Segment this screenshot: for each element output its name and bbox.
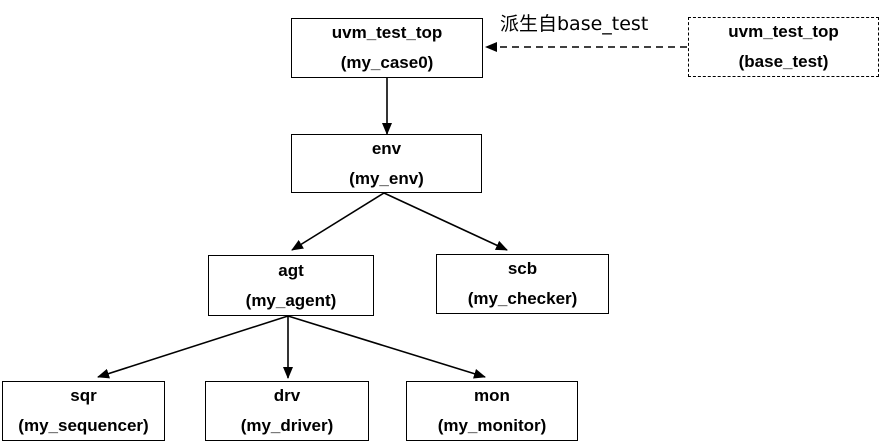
node-mon-name: mon (474, 386, 510, 405)
node-agt: agt (my_agent) (208, 255, 374, 316)
node-uvm-test-top-name: uvm_test_top (331, 23, 443, 42)
node-agt-name: agt (278, 260, 304, 280)
node-drv: drv (my_driver) (205, 381, 369, 441)
node-drv-type: (my_driver) (240, 416, 334, 435)
arrow-agt-to-mon (287, 315, 486, 379)
node-sqr-type: (my_sequencer) (18, 416, 149, 435)
node-env: env (my_env) (291, 134, 482, 193)
node-base-test: uvm_test_top (base_test) (688, 17, 879, 77)
node-sqr-name: sqr (70, 386, 97, 405)
arrow-agt-to-sqr (97, 315, 289, 379)
arrow-env-to-scb (383, 192, 508, 251)
node-scb: scb (my_checker) (436, 254, 609, 314)
node-mon-type: (my_monitor) (437, 416, 547, 435)
node-agt-type: (my_agent) (245, 290, 337, 310)
derived-from-label: 派生自base_test (500, 13, 649, 35)
node-scb-type: (my_checker) (467, 289, 578, 308)
node-uvm-test-top-type: (my_case0) (340, 53, 434, 72)
node-sqr: sqr (my_sequencer) (2, 381, 165, 441)
node-base-test-type: (base_test) (738, 52, 829, 71)
node-uvm-test-top: uvm_test_top (my_case0) (291, 18, 483, 78)
node-drv-name: drv (273, 386, 301, 405)
node-base-test-name: uvm_test_top (728, 22, 839, 41)
node-env-type: (my_env) (349, 168, 424, 188)
node-env-name: env (371, 138, 402, 158)
arrow-env-to-agt (291, 192, 385, 251)
node-mon: mon (my_monitor) (406, 381, 578, 441)
node-scb-name: scb (507, 259, 538, 278)
